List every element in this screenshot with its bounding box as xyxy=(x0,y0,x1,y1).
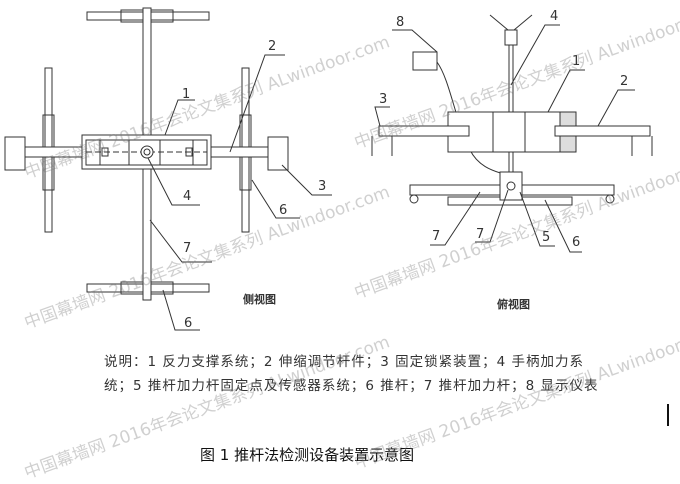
callout-1: 1 xyxy=(182,87,190,102)
force-rod xyxy=(508,44,514,176)
callout-4: 4 xyxy=(183,189,191,204)
callout-6a: 6 xyxy=(279,203,287,218)
handle-pivot xyxy=(140,145,154,159)
handle xyxy=(504,29,518,46)
callout-6b: 6 xyxy=(184,316,192,331)
top-view-caption: 俯视图 xyxy=(497,297,530,311)
text-cursor xyxy=(667,404,669,426)
callout-3: 3 xyxy=(379,92,387,107)
legend-line-2: 统；5 推杆加力杆固定点及传感器系统；6 推杆；7 推杆加力杆；8 显示仪表 xyxy=(104,378,599,394)
left-telescopic-rod xyxy=(378,125,470,137)
top-view: 8 4 1 2 3 7 7 5 6 俯视图 xyxy=(371,9,653,311)
callout-7b: 7 xyxy=(476,227,484,242)
figure-title: 图 1 推杆法检测设备装置示意图 xyxy=(200,446,415,464)
callout-1: 1 xyxy=(572,54,580,69)
callout-6: 6 xyxy=(572,235,580,250)
diagram: 1 2 3 4 6 7 6 侧视图 8 4 1 2 3 7 7 5 6 俯视图 xyxy=(4,7,653,331)
left-clamp xyxy=(4,136,26,171)
side-view: 1 2 3 4 6 7 6 侧视图 xyxy=(4,7,332,331)
callout-3: 3 xyxy=(318,179,326,194)
callout-7: 7 xyxy=(183,241,191,256)
sensor-block xyxy=(499,171,523,201)
callout-4: 4 xyxy=(550,9,558,24)
legend-line-1: 说明：1 反力支撑系统；2 伸缩调节杆件；3 固定锁紧装置；4 手柄加力系 xyxy=(104,354,585,370)
right-clamp xyxy=(267,136,289,171)
callout-8: 8 xyxy=(396,15,404,30)
side-view-caption: 侧视图 xyxy=(243,292,276,306)
callout-2: 2 xyxy=(620,74,628,89)
callout-2: 2 xyxy=(268,39,276,54)
display-meter xyxy=(412,51,438,71)
callout-5: 5 xyxy=(542,230,550,245)
right-telescopic-rod xyxy=(554,125,651,137)
callout-7a: 7 xyxy=(432,229,440,244)
